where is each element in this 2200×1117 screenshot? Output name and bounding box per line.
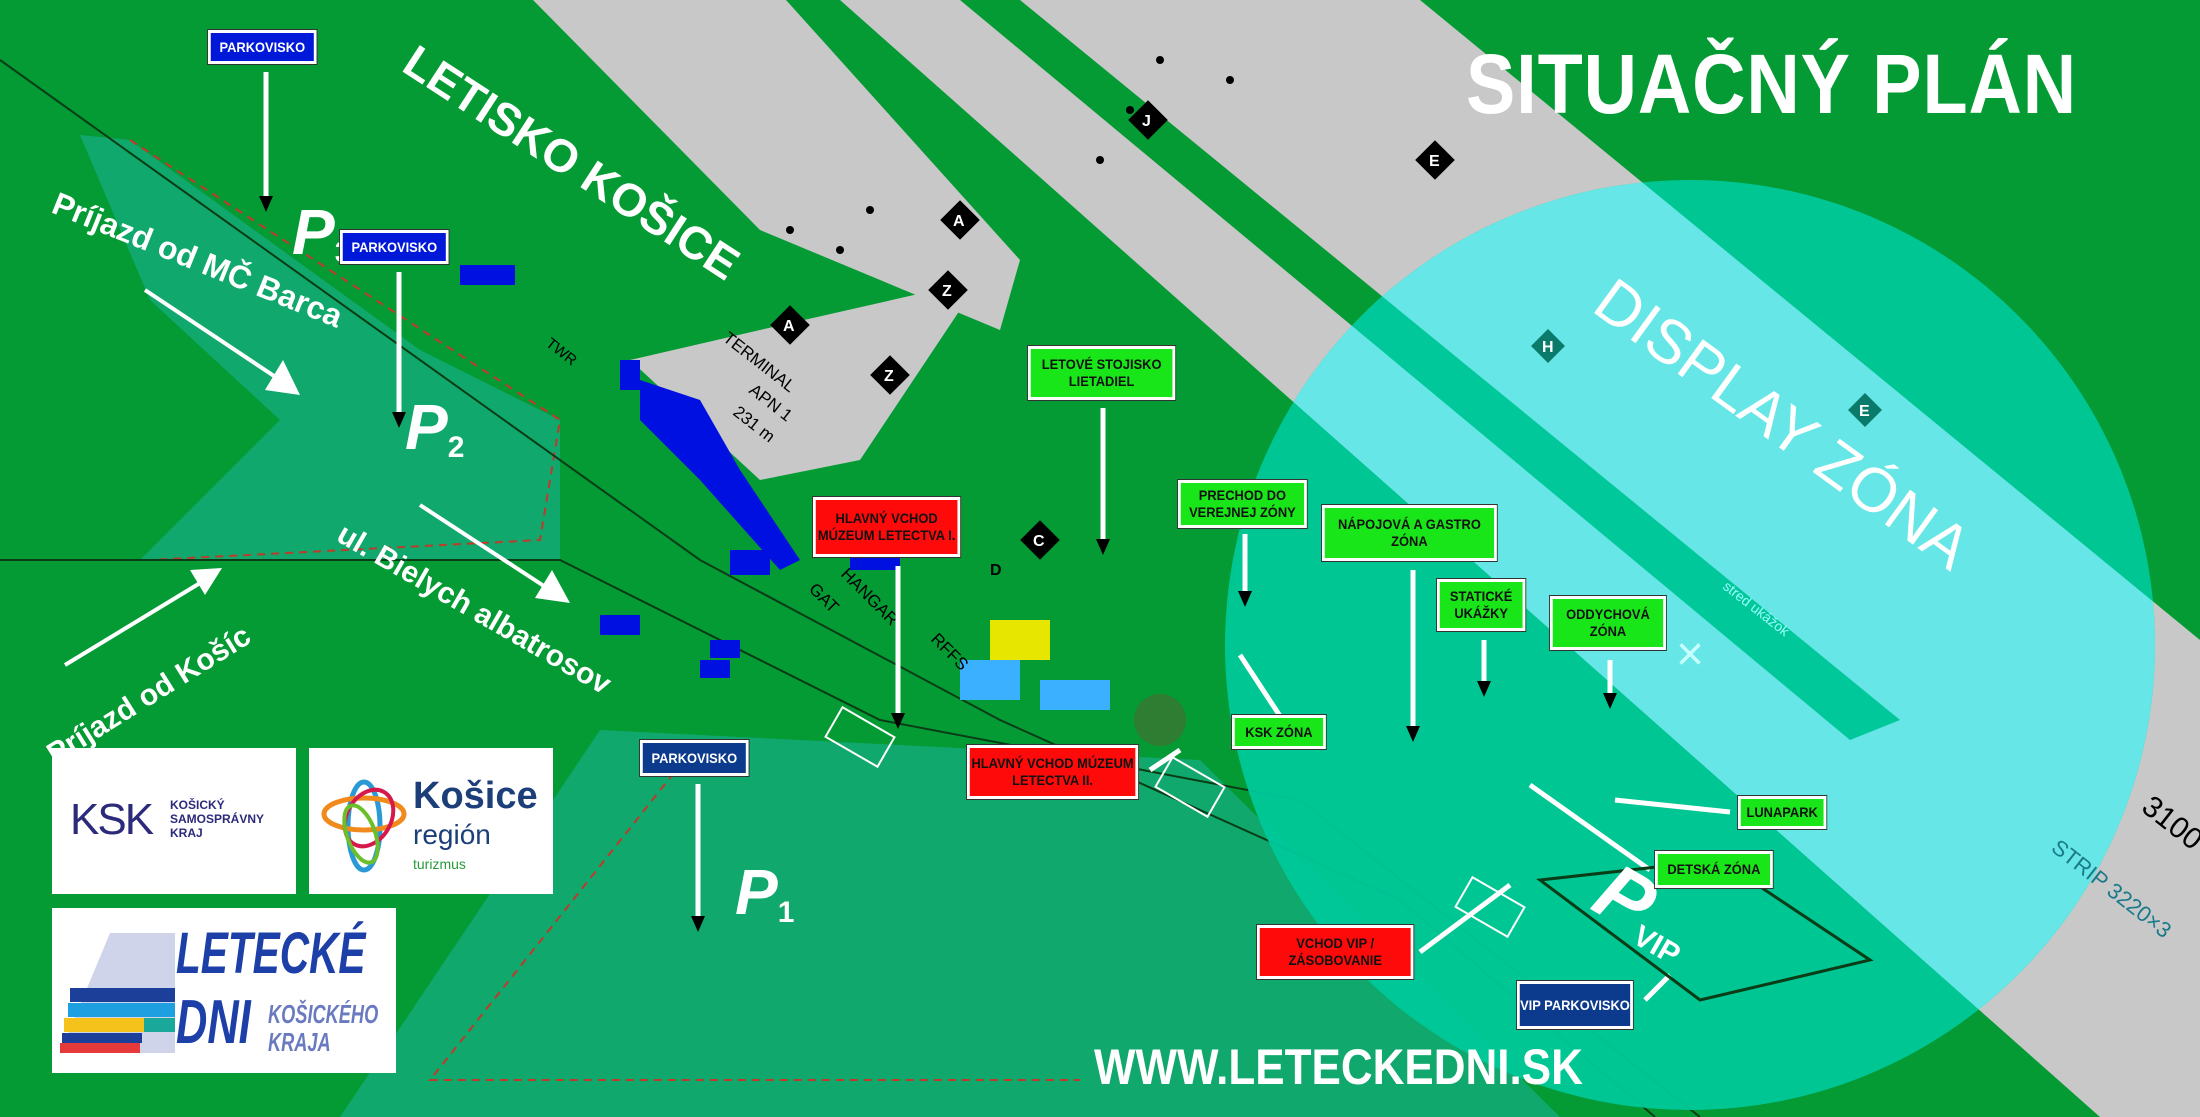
website-link[interactable]: WWW.LETECKEDNI.SK xyxy=(1094,1039,1583,1095)
twr-label: TWR xyxy=(543,335,581,370)
svg-text:J: J xyxy=(1142,113,1151,130)
sign-lunapark: LUNAPARK xyxy=(1738,796,1827,829)
parking-p1-label: P1 xyxy=(735,856,795,929)
sign-detska-zona: DETSKÁ ZÓNA xyxy=(1655,851,1773,888)
parking-zone-p1 xyxy=(340,730,1560,1117)
letecke-dni-line1: LETECKÉ xyxy=(176,921,366,986)
museum-hangar xyxy=(990,620,1050,660)
sign-vchod-vip-zasobovanie: VCHOD VIP / ZÁSOBOVANIE xyxy=(1257,925,1414,979)
page-title: SITUAČNÝ PLÁN xyxy=(1466,37,2078,131)
logo-kosice-region: Košice región turizmus xyxy=(309,748,553,894)
trees xyxy=(1134,694,1186,746)
svg-text:E: E xyxy=(1859,403,1870,420)
parking-zone-p2-p3 xyxy=(80,135,560,560)
buildings xyxy=(460,265,900,678)
ksk-mark: KSK xyxy=(70,795,154,844)
parking-p2-label: P2 xyxy=(405,391,465,464)
gat-label: GAT xyxy=(805,579,842,616)
sign-ksk-zona: KSK ZÓNA xyxy=(1232,715,1326,749)
letecke-dni-tail-icon xyxy=(60,933,175,1053)
apron-taxiway xyxy=(533,0,1020,330)
svg-text:D: D xyxy=(990,562,1002,579)
sign-pointers xyxy=(263,72,1731,1002)
display-center-mark: × xyxy=(1676,628,1704,681)
svg-text:A: A xyxy=(783,318,795,335)
sign-vip-parkovisko: VIP PARKOVISKO xyxy=(1517,981,1633,1029)
sign-hlavny-vchod-2: HLAVNÝ VCHOD MÚZEUM LETECTVA II. xyxy=(967,745,1139,799)
entrance-markers xyxy=(824,705,1526,939)
sign-staticke-ukazky: STATICKÉ UKÁŽKY xyxy=(1437,579,1526,631)
kosice-region-sub: región xyxy=(413,819,491,850)
svg-text:Z: Z xyxy=(884,368,894,385)
svg-text:H: H xyxy=(1542,339,1554,356)
sign-parkovisko-p1: PARKOVISKO xyxy=(640,740,749,776)
kosice-region-turizmus: turizmus xyxy=(413,856,466,872)
sign-letove-stojisko: LETOVÉ STOJISKO LIETADIEL xyxy=(1028,346,1176,400)
kosice-region-name: Košice xyxy=(413,775,538,817)
sign-hlavny-vchod-1: HLAVNÝ VCHOD MÚZEUM LETECTVA I. xyxy=(813,497,961,557)
sign-prechod-verejna-zona: PRECHOD DO VEREJNEJ ZÓNY xyxy=(1178,480,1307,528)
letecke-dni-line2: DNI xyxy=(176,988,251,1057)
svg-text:E: E xyxy=(1429,153,1440,170)
hangar-label: HANGAR xyxy=(837,564,902,629)
sign-napojova-gastro-zona: NÁPOJOVÁ A GASTRO ZÓNA xyxy=(1322,505,1497,561)
sign-parkovisko-p3: PARKOVISKO xyxy=(208,30,317,64)
kosice-region-emblem-icon xyxy=(321,779,407,873)
svg-text:A: A xyxy=(953,213,965,230)
svg-text:Z: Z xyxy=(942,283,952,300)
sign-parkovisko-p2: PARKOVISKO xyxy=(340,230,449,264)
rffs-label: RFFS xyxy=(927,629,972,674)
terminal-apron xyxy=(630,280,980,480)
sign-oddychova-zona: ODDYCHOVÁ ZÓNA xyxy=(1550,596,1666,650)
svg-text:C: C xyxy=(1033,533,1045,550)
